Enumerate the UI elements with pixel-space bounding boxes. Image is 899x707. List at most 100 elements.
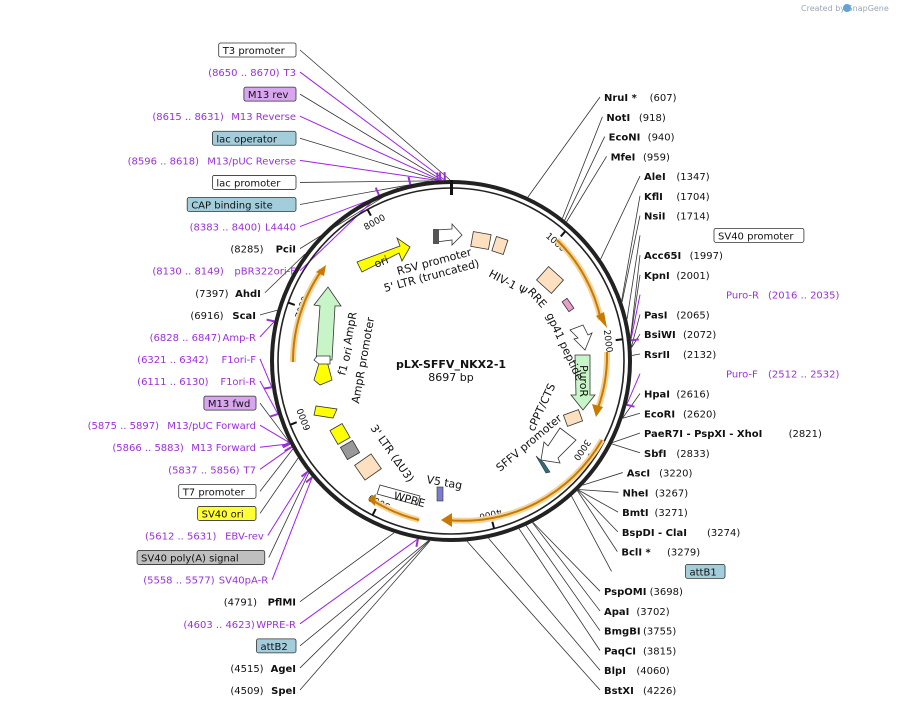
feature-box-label: SV40 promoter (718, 231, 794, 242)
site-name: PflMI (268, 598, 296, 609)
leader-line (566, 156, 607, 222)
site-position: (8285) (230, 245, 263, 256)
feature-box-label: lac operator (216, 134, 277, 145)
primer-range: (5558 .. 5577) (143, 576, 215, 587)
site-name: PaeR7I - PspXI - XhoI (644, 429, 762, 440)
site-position: (1347) (676, 172, 709, 183)
sv40-ori-block (329, 423, 351, 445)
gp41-block (561, 297, 575, 313)
site-label: AleI(1347) (644, 172, 710, 183)
feature-box-label: T7 promoter (182, 487, 246, 498)
origin-marker (450, 180, 453, 195)
site-name: NruI * (604, 93, 638, 104)
ampr-arrow (313, 286, 342, 361)
site-name: KflI (644, 192, 663, 203)
site-label: BmgBI(3755) (604, 627, 676, 638)
leader-line (268, 472, 310, 558)
leader-line (488, 537, 601, 671)
site-label: KpnI(2001) (644, 271, 710, 282)
primer-label: EBV-rev(5612 .. 5631) (145, 532, 264, 543)
ring-tick (615, 338, 623, 342)
ori-arrow (356, 236, 411, 273)
site-name: EcoRI (644, 409, 675, 420)
ring-tick (289, 421, 298, 426)
site-label: AgeI(4515) (230, 664, 296, 675)
orf-arrowhead-2 (592, 404, 603, 417)
site-position: (1704) (676, 192, 709, 203)
feature-box: attB2 (256, 638, 297, 654)
site-name: HpaI (644, 390, 670, 401)
feature-box-label: attB1 (690, 567, 717, 578)
site-position: (3815) (643, 646, 676, 657)
leader-line (562, 116, 603, 219)
inner-label-f1-ori: f1 ori (335, 346, 355, 377)
site-position: (4226) (643, 686, 676, 697)
inner-label-puror: PuroR (577, 365, 590, 397)
primer-site-mark (270, 413, 279, 418)
feature-box: SV40 poly(A) signal (136, 550, 266, 565)
site-position: (3698) (650, 587, 683, 598)
site-name: BlpI (604, 666, 626, 677)
rre-block (535, 266, 565, 294)
primer-name: M13 Reverse (231, 112, 296, 123)
site-name: AgeI (271, 664, 296, 675)
leader-line (600, 175, 641, 260)
site-label: Acc65I(1997) (644, 251, 723, 262)
ring-tick-label: 8000 (363, 213, 388, 233)
rsv-promoter-arrow (435, 222, 463, 246)
site-position: (940) (648, 133, 675, 144)
site-position: (3702) (636, 607, 669, 618)
primer-name: EBV-rev (225, 532, 264, 543)
primer-range: (8650 .. 8670) (208, 68, 280, 79)
leader-line (299, 137, 440, 181)
inner-label-wpre: WPRE (392, 489, 426, 510)
ampr-promoter-arrow (313, 355, 331, 365)
leader-line (525, 525, 601, 631)
leader-line (630, 255, 641, 338)
site-label: MfeI(959) (611, 152, 670, 163)
primer-name: F1ori-R (220, 377, 256, 388)
site-position: (7397) (195, 289, 228, 300)
site-label: BsiWI(2072) (644, 330, 716, 341)
primer-site-mark (282, 442, 291, 449)
feature-box-rect (197, 506, 257, 521)
primer-site-mark (630, 338, 639, 342)
site-label: BlpI (4060) (604, 666, 670, 677)
site-position: (4060) (636, 666, 669, 677)
primer-range: (8130 .. 8149) (152, 267, 224, 278)
inner-label-hiv-psi: HIV-1 Ψ (487, 267, 530, 298)
leader-line (630, 274, 641, 339)
site-position: (2821) (789, 429, 822, 440)
leader-line (518, 528, 601, 651)
site-position: (2833) (676, 449, 709, 460)
leader-line (271, 477, 313, 580)
cppt-cts-block (562, 409, 584, 427)
primer-name: Puro-F (726, 370, 758, 381)
ring-tick (491, 521, 496, 529)
leader-line (621, 215, 641, 303)
site-position: (2616) (676, 390, 709, 401)
site-label: ApaI(3702) (604, 607, 670, 618)
primer-label: T3(8650 .. 8670) (208, 68, 296, 79)
feature-box-label: M13 rev (248, 90, 289, 101)
primer-range: (5875 .. 5897) (88, 421, 160, 432)
leader-line (259, 358, 273, 388)
site-position: (3220) (659, 469, 692, 480)
site-label: PspOMI(3698) (604, 587, 683, 598)
primer-label: Puro-R(2016 .. 2035) (726, 291, 840, 302)
site-name: BclI * (621, 548, 651, 559)
site-position: (959) (643, 152, 670, 163)
orf-arc-3-core (446, 439, 603, 522)
feature-box-rect (136, 550, 266, 565)
primer-name: M13 Forward (191, 443, 256, 454)
feature-box: M13 fwd (203, 395, 257, 411)
inner-label-rre: RRE (525, 285, 550, 310)
leader-line (264, 253, 306, 294)
feature-box-rect (685, 564, 726, 579)
feature-box: M13 rev (243, 86, 297, 102)
primer-range: (6321 .. 6342) (137, 355, 209, 366)
plasmid-name: pLX-SFFV_NKX2-1 (396, 358, 506, 371)
primer-range: (6828 .. 6847) (150, 333, 222, 344)
feature-box-label: attB2 (261, 642, 288, 653)
sffv-end-block (535, 455, 551, 474)
